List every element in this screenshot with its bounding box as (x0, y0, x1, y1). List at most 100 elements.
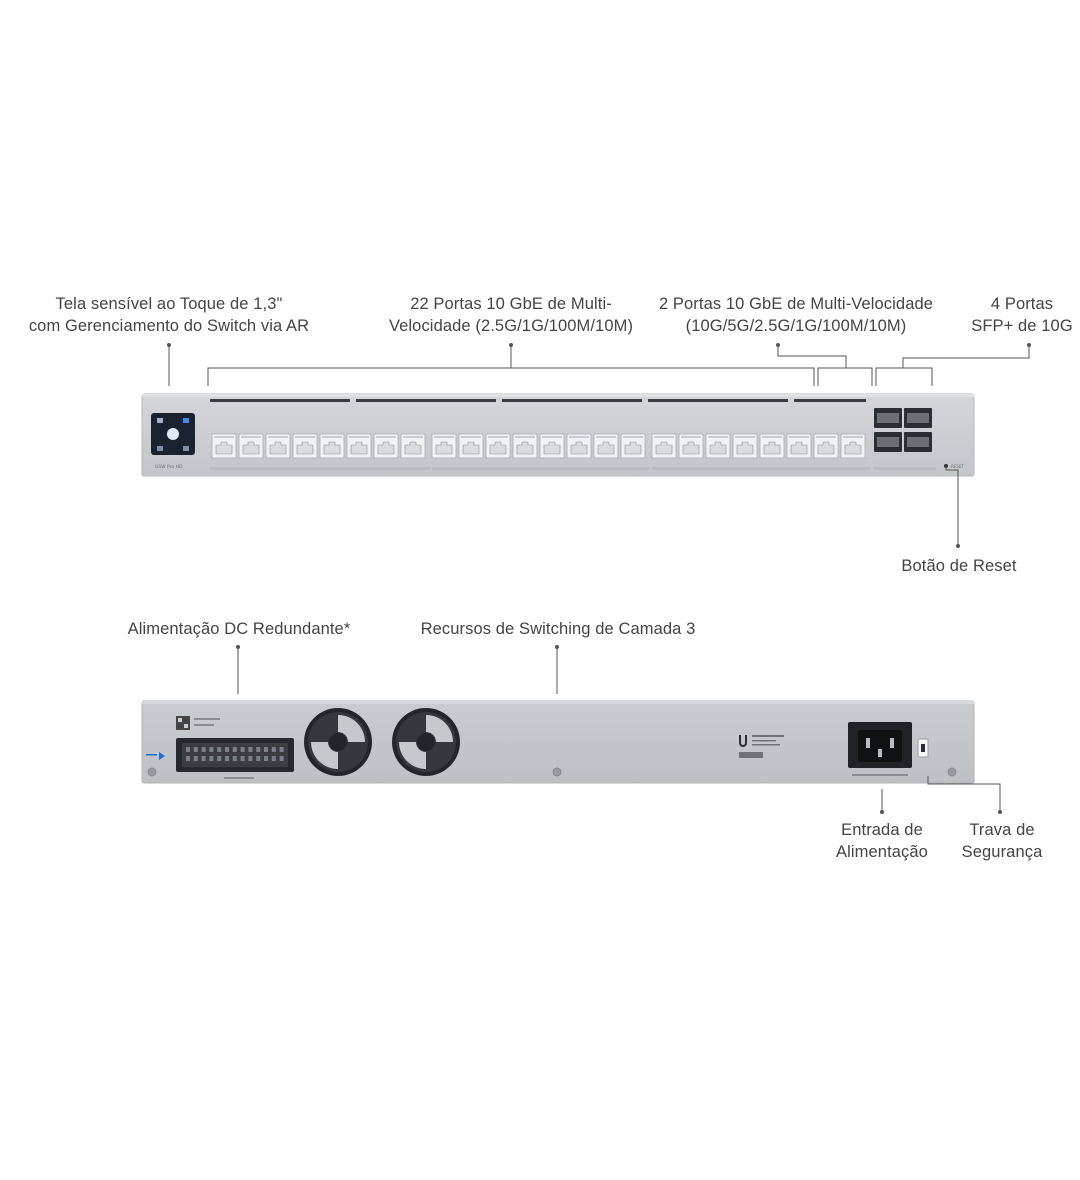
callout-layer3-line1: Recursos de Switching de Camada 3 (420, 620, 696, 638)
dc-pin (271, 747, 276, 752)
rj45-port-array (211, 433, 866, 459)
rj45-port-10[interactable] (458, 433, 484, 459)
rj45-port-5[interactable] (319, 433, 345, 459)
dc-pin (232, 747, 237, 752)
dc-pin (193, 747, 198, 752)
rj45-port-13[interactable] (539, 433, 565, 459)
callout-power-input: Entrada de Alimentação (822, 819, 942, 863)
dc-pin (248, 747, 253, 752)
ac-power-inlet[interactable] (848, 722, 912, 768)
fan-2 (392, 708, 460, 776)
rj45-port-18[interactable] (678, 433, 704, 459)
rj45-port-15[interactable] (593, 433, 619, 459)
rj45-port-14[interactable] (566, 433, 592, 459)
rj45-port-17[interactable] (651, 433, 677, 459)
callout-ports-2: 2 Portas 10 GbE de Multi-Velocidade (10G… (646, 293, 946, 337)
callout-dc-power: Alimentação DC Redundante* (108, 618, 370, 640)
security-lock-slot[interactable] (917, 738, 929, 758)
fan-1 (304, 708, 372, 776)
rj45-port-6[interactable] (346, 433, 372, 459)
rj45-port-7[interactable] (373, 433, 399, 459)
callout-security-lock-line2: Segurança (961, 843, 1043, 861)
power-label-text (852, 774, 908, 776)
dc-pin (225, 747, 229, 752)
rj45-port-4[interactable] (292, 433, 318, 459)
front-leader-dots (167, 343, 1031, 548)
dc-pin (248, 756, 253, 761)
callout-dc-power-line1: Alimentação DC Redundante* (127, 620, 351, 638)
reset-label: RESET (951, 464, 964, 469)
sfp-port-1[interactable] (874, 408, 902, 428)
sfp-port-array (874, 408, 932, 452)
callout-touchscreen-line1: Tela sensível ao Toque de 1,3" (55, 295, 283, 313)
dc-pin (186, 747, 190, 752)
rj45-port-16[interactable] (620, 433, 646, 459)
rj45-port-19[interactable] (705, 433, 731, 459)
dc-pin (217, 747, 222, 752)
rj45-port-21[interactable] (759, 433, 785, 459)
callout-security-lock-line1: Trava de (969, 821, 1035, 839)
rj45-port-23[interactable] (813, 433, 839, 459)
callout-sfp-line1: 4 Portas (990, 295, 1054, 313)
touchscreen-display[interactable] (151, 413, 195, 455)
rj45-port-3[interactable] (265, 433, 291, 459)
rj45-port-8[interactable] (400, 433, 426, 459)
callout-power-input-line1: Entrada de (841, 821, 923, 839)
screw-icons (147, 767, 957, 777)
callout-reset-line1: Botão de Reset (901, 557, 1017, 575)
sfp-port-3[interactable] (874, 432, 902, 452)
front-chassis-top-highlight (142, 394, 974, 397)
dc-pin (201, 756, 206, 761)
rj45-port-2[interactable] (238, 433, 264, 459)
callout-ports-2-line2: (10G/5G/2.5G/1G/100M/10M) (685, 317, 907, 335)
rj45-port-12[interactable] (512, 433, 538, 459)
qr-code-icon (176, 716, 190, 730)
callout-ports-22-line1: 22 Portas 10 GbE de Multi- (410, 295, 612, 313)
dc-pin (264, 747, 268, 752)
led-strips (210, 467, 936, 470)
ubiquiti-logo-icon (739, 735, 747, 747)
rj45-port-11[interactable] (485, 433, 511, 459)
dc-pin (193, 756, 198, 761)
dc-pin (209, 747, 214, 752)
rear-label-text-1 (194, 718, 220, 720)
dc-label-text (224, 777, 254, 779)
callout-reset: Botão de Reset (888, 555, 1030, 577)
front-leader-lines (168, 345, 1030, 546)
callout-layer3: Recursos de Switching de Camada 3 (402, 618, 714, 640)
callout-ports-22-line2: Velocidade (2.5G/1G/100M/10M) (388, 317, 634, 335)
callout-sfp-line2: SFP+ de 10G (971, 317, 1073, 335)
rj45-port-20[interactable] (732, 433, 758, 459)
dc-pin (186, 756, 190, 761)
rj45-port-9[interactable] (431, 433, 457, 459)
callout-security-lock: Trava de Segurança (948, 819, 1056, 863)
rj45-port-22[interactable] (786, 433, 812, 459)
model-label: USW Pro HD (155, 464, 183, 470)
dc-power-connector[interactable] (176, 738, 294, 772)
dc-pin (217, 756, 222, 761)
dc-pin (279, 756, 284, 761)
rear-leader-dots (236, 645, 1002, 814)
callout-ports-22: 22 Portas 10 GbE de Multi- Velocidade (2… (372, 293, 650, 337)
sfp-port-4[interactable] (904, 432, 932, 452)
front-panel: USW Pro HD RESET (141, 393, 975, 477)
rear-label-text-2 (194, 724, 214, 726)
rear-chassis-top-highlight (142, 701, 974, 704)
rj45-port-1[interactable] (211, 433, 237, 459)
compliance-marks (739, 735, 784, 758)
callout-sfp: 4 Portas SFP+ de 10G (964, 293, 1080, 337)
rj45-port-24[interactable] (840, 433, 866, 459)
dc-pin (271, 756, 276, 761)
dc-pin (201, 747, 206, 752)
callout-touchscreen-line2: com Gerenciamento do Switch via AR (28, 317, 310, 335)
dc-pin (256, 756, 261, 761)
blue-arrow-icon (159, 752, 165, 760)
dc-pin (240, 747, 245, 752)
dc-pin (240, 756, 245, 761)
dc-pin (256, 747, 261, 752)
blue-arrow-tail (146, 754, 157, 756)
dc-pin (232, 756, 237, 761)
sfp-port-2[interactable] (904, 408, 932, 428)
port-group-bars (210, 399, 866, 402)
